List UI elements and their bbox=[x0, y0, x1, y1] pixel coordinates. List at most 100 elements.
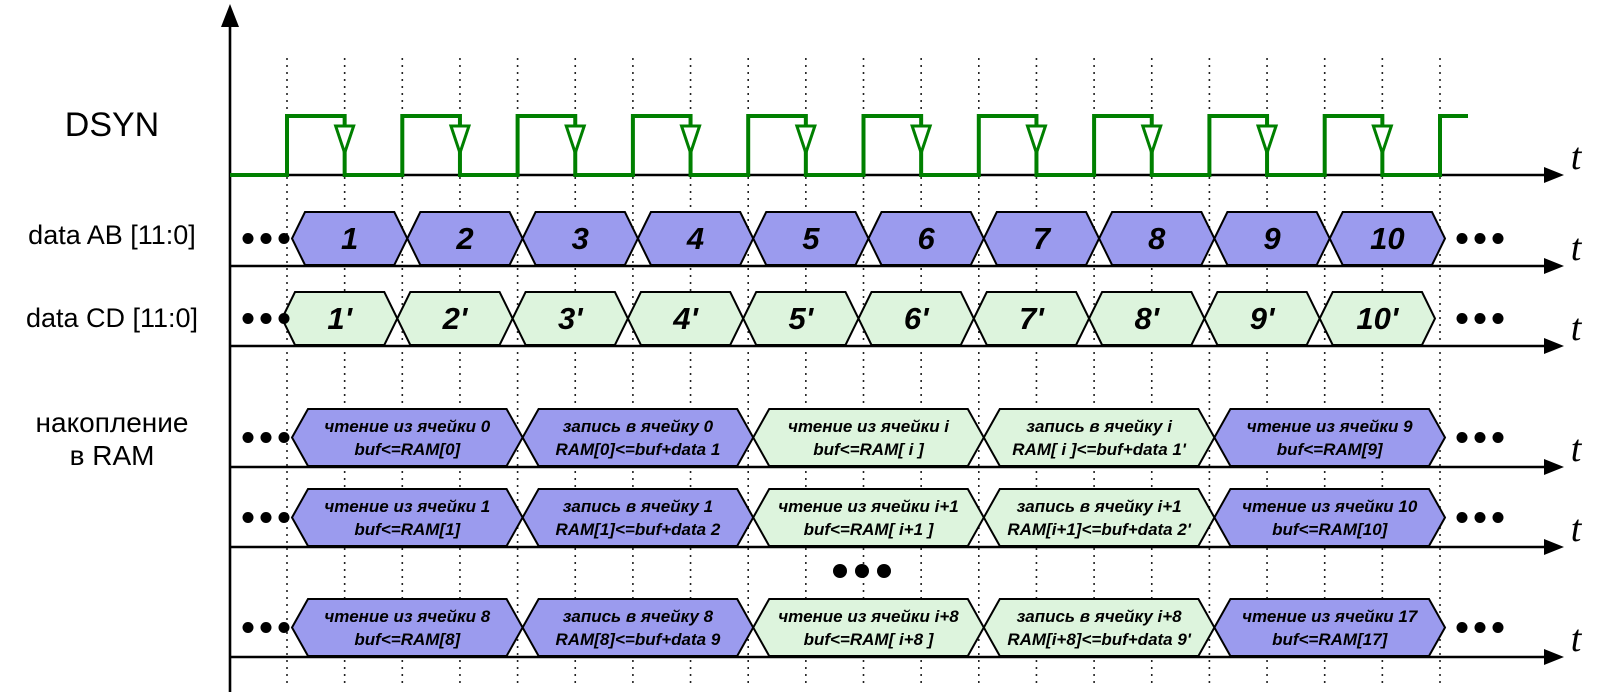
ellipsis-right bbox=[1492, 622, 1504, 633]
ram-op-line1: запись в ячейку i+1 bbox=[1017, 497, 1182, 516]
time-axis-label-1: t bbox=[1571, 227, 1583, 269]
data-cd-value: 9' bbox=[1250, 301, 1276, 336]
ram-op-line1: чтение из ячейки 0 bbox=[324, 417, 490, 436]
ellipsis-right bbox=[1492, 432, 1504, 443]
data-cd-value: 8' bbox=[1134, 301, 1160, 336]
ellipsis-right bbox=[1474, 432, 1486, 443]
dsyn-signal-label: DSYN bbox=[64, 106, 160, 144]
ram-op-line1: чтение из ячейки i+1 bbox=[778, 497, 958, 516]
ram-label-line2: в RAM bbox=[69, 440, 155, 472]
ram-op-line1: запись в ячейку 0 bbox=[563, 417, 714, 436]
ellipsis-left bbox=[278, 233, 290, 244]
data-ab-value: 6 bbox=[918, 221, 936, 256]
data-cd-value: 4' bbox=[672, 301, 699, 336]
time-axis-arrow-4 bbox=[1544, 539, 1564, 555]
ram-op-segment bbox=[1213, 488, 1447, 547]
falling-edge-arrow-icon bbox=[333, 124, 356, 158]
ram-op-line1: чтение из ячейки 9 bbox=[1247, 417, 1413, 436]
falling-edge-arrow-icon bbox=[1255, 124, 1279, 158]
ellipsis-rows-continuation bbox=[855, 564, 869, 578]
ellipsis-right bbox=[1474, 313, 1486, 324]
ram-op-line2: buf<=RAM[ i ] bbox=[813, 440, 925, 459]
ellipsis-left bbox=[278, 512, 290, 523]
ram-op-line2: buf<=RAM[17] bbox=[1272, 630, 1389, 649]
vertical-axis-arrow bbox=[221, 4, 239, 27]
ellipsis-right bbox=[1492, 313, 1504, 324]
ram-op-line1: чтение из ячейки 17 bbox=[1242, 607, 1419, 626]
ellipsis-right bbox=[1492, 233, 1504, 244]
falling-edge-arrow-icon bbox=[910, 124, 933, 158]
time-axis-label-4: t bbox=[1571, 508, 1583, 550]
ellipsis-right bbox=[1456, 512, 1468, 523]
ram-op-line1: чтение из ячейки i bbox=[788, 417, 950, 436]
ram-accumulation-label: накопление в RAM bbox=[0, 406, 224, 472]
time-axis-arrow-5 bbox=[1544, 649, 1564, 665]
data-cd-value: 1' bbox=[327, 301, 353, 336]
data-ab-value: 4 bbox=[686, 221, 704, 256]
ram-op-line1: запись в ячейку 8 bbox=[563, 607, 714, 626]
data-cd-value: 3' bbox=[558, 301, 584, 336]
ram-op-line2: buf<=RAM[0] bbox=[354, 440, 461, 459]
ram-op-line2: RAM[ i ]<=buf+data 1' bbox=[1012, 440, 1187, 459]
data-cd-value: 6' bbox=[904, 301, 930, 336]
ram-op-line2: buf<=RAM[1] bbox=[354, 520, 461, 539]
ram-op-line2: RAM[1]<=buf+data 2 bbox=[555, 520, 720, 539]
ellipsis-left bbox=[278, 313, 290, 324]
ram-label-line1: накопление bbox=[35, 407, 189, 438]
ram-op-line2: RAM[i+1]<=buf+data 2' bbox=[1007, 520, 1191, 539]
time-axis-arrow-1 bbox=[1544, 258, 1564, 274]
data-cd-signal-label: data CD [11:0] bbox=[25, 303, 199, 333]
ellipsis-left bbox=[260, 622, 272, 633]
data-ab-value: 8 bbox=[1148, 221, 1166, 256]
time-axis-arrow-2 bbox=[1544, 338, 1564, 354]
data-cd-segment bbox=[1318, 291, 1437, 346]
data-ab-value: 1 bbox=[341, 221, 358, 256]
ram-op-line1: запись в ячейку i bbox=[1026, 417, 1173, 436]
time-axis-arrow-0 bbox=[1544, 167, 1564, 183]
ellipsis-left bbox=[242, 622, 254, 633]
dsyn-waveform bbox=[230, 114, 1468, 177]
time-axis-arrow-3 bbox=[1544, 459, 1564, 475]
data-ab-value: 7 bbox=[1033, 221, 1052, 256]
data-ab-value: 5 bbox=[802, 221, 820, 256]
ram-op-line1: чтение из ячейки i+8 bbox=[778, 607, 959, 626]
ram-op-line2: buf<=RAM[9] bbox=[1277, 440, 1384, 459]
data-ab-value: 3 bbox=[572, 221, 589, 256]
ellipsis-rows-continuation bbox=[833, 564, 847, 578]
ram-op-segment bbox=[1213, 598, 1447, 657]
ram-op-line1: запись в ячейку 1 bbox=[563, 497, 713, 516]
ram-op-line1: чтение из ячейки 10 bbox=[1242, 497, 1418, 516]
ram-op-line2: buf<=RAM[ i+1 ] bbox=[804, 520, 935, 539]
ram-op-line2: buf<=RAM[ i+8 ] bbox=[804, 630, 935, 649]
data-ab-value: 9 bbox=[1263, 221, 1281, 256]
time-axis-label-3: t bbox=[1571, 428, 1583, 470]
ellipsis-right bbox=[1456, 313, 1468, 324]
ellipsis-left bbox=[242, 512, 254, 523]
data-ab-value: 10 bbox=[1370, 221, 1404, 256]
falling-edge-arrow-icon bbox=[794, 124, 817, 158]
falling-edge-arrow-icon bbox=[1140, 124, 1163, 158]
ellipsis-right bbox=[1474, 622, 1486, 633]
ellipsis-left bbox=[278, 432, 290, 443]
data-ab-segment bbox=[1328, 211, 1447, 266]
ellipsis-right bbox=[1456, 233, 1468, 244]
falling-edge-arrow-icon bbox=[679, 124, 702, 158]
ellipsis-right bbox=[1474, 512, 1486, 523]
ellipsis-left bbox=[260, 432, 272, 443]
data-cd-value: 7' bbox=[1019, 301, 1045, 336]
ellipsis-right bbox=[1492, 512, 1504, 523]
ram-op-line2: buf<=RAM[8] bbox=[354, 630, 461, 649]
falling-edge-arrow-icon bbox=[1371, 124, 1394, 158]
data-ab-value: 2 bbox=[455, 221, 473, 256]
falling-edge-arrow-icon bbox=[1025, 124, 1048, 158]
ellipsis-rows-continuation bbox=[877, 564, 891, 578]
ram-op-line1: запись в ячейку i+8 bbox=[1017, 607, 1183, 626]
falling-edge-arrow-icon bbox=[448, 124, 472, 158]
ram-op-line1: чтение из ячейки 1 bbox=[324, 497, 490, 516]
time-axis-label-5: t bbox=[1571, 618, 1583, 660]
ellipsis-left bbox=[242, 313, 254, 324]
ellipsis-left bbox=[242, 233, 254, 244]
ram-op-line1: чтение из ячейки 8 bbox=[324, 607, 490, 626]
